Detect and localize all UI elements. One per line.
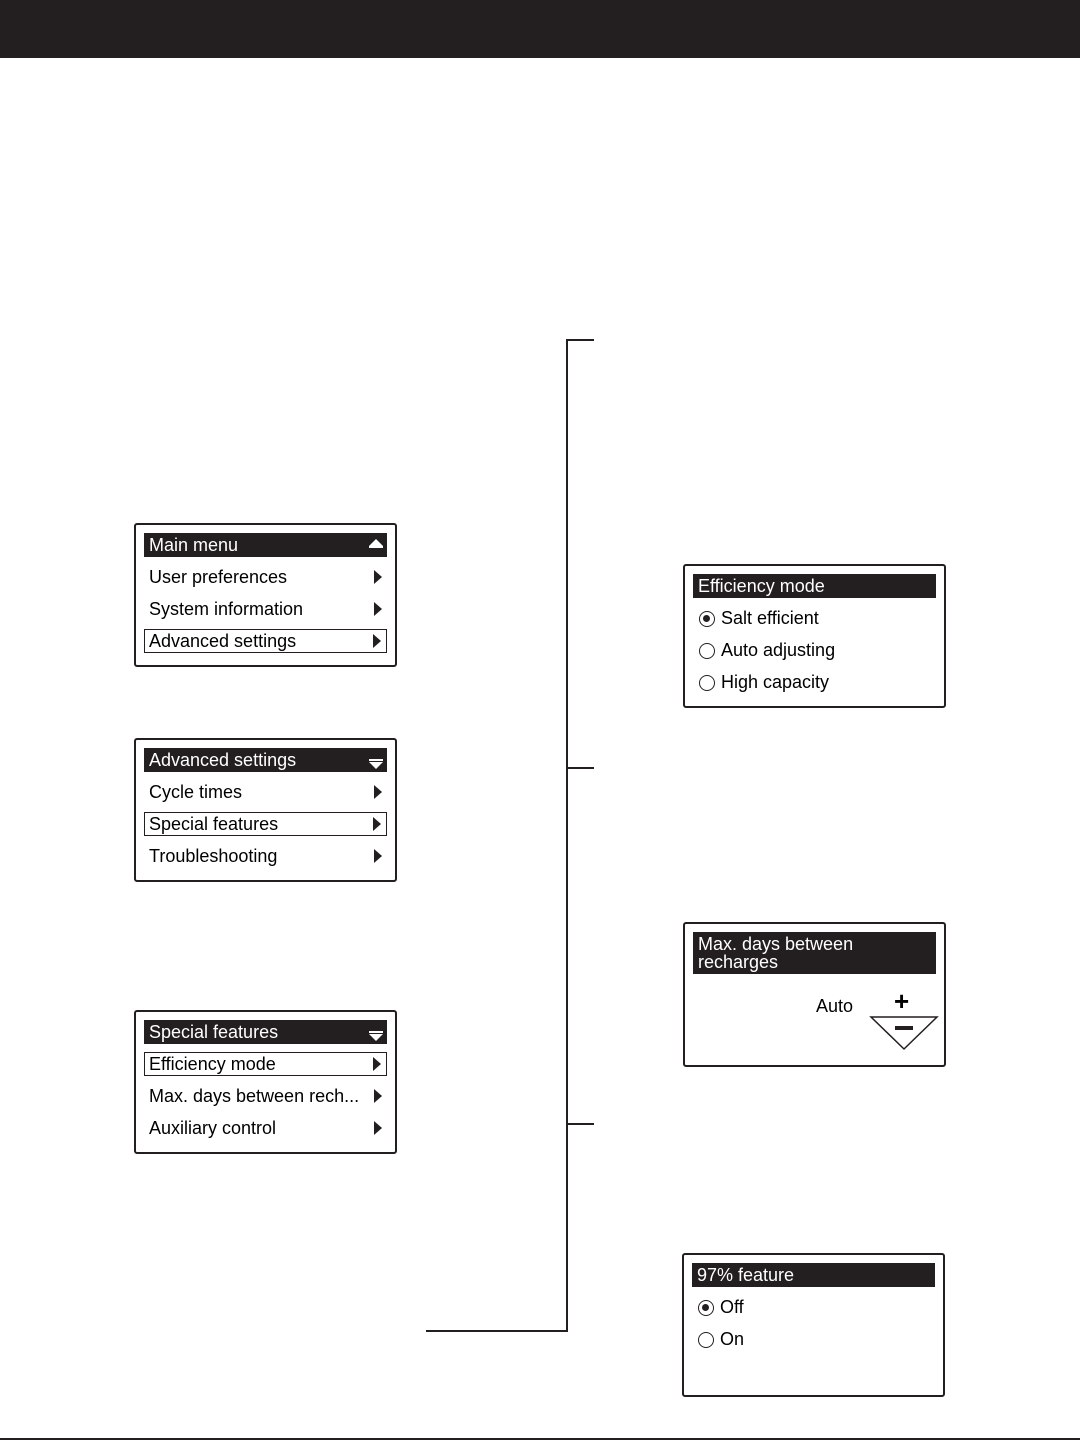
- advanced-settings-title: Advanced settings: [144, 748, 387, 772]
- plus-icon[interactable]: +: [894, 986, 910, 1016]
- chevron-right-icon: [374, 570, 382, 584]
- max-days-title: Max. days between recharges: [693, 932, 936, 974]
- feature-97-screen: 97% feature Off On: [682, 1253, 945, 1397]
- radio-unselected-icon[interactable]: [698, 1332, 714, 1348]
- option-on[interactable]: On: [694, 1327, 935, 1351]
- chevron-right-icon: [374, 785, 382, 799]
- efficiency-mode-screen: Efficiency mode Salt efficient Auto adju…: [683, 564, 946, 708]
- menu-item-auxiliary-control[interactable]: Auxiliary control: [144, 1116, 387, 1140]
- menu-item-troubleshooting[interactable]: Troubleshooting: [144, 844, 387, 868]
- main-menu-screen: Main menu User preferences System inform…: [134, 523, 397, 667]
- menu-item-label: Advanced settings: [149, 631, 297, 651]
- special-features-title-text: Special features: [149, 1022, 279, 1042]
- chevron-right-icon: [373, 817, 381, 831]
- menu-item-efficiency-mode[interactable]: Efficiency mode: [144, 1052, 387, 1076]
- advanced-settings-title-text: Advanced settings: [149, 750, 297, 770]
- chevron-right-icon: [374, 602, 382, 616]
- tree-connector-top: [566, 339, 594, 341]
- efficiency-mode-title: Efficiency mode: [693, 574, 936, 598]
- scroll-up-icon: [369, 539, 383, 548]
- option-salt-efficient[interactable]: Salt efficient: [695, 606, 936, 630]
- tree-connector-vertical: [566, 339, 568, 1332]
- chevron-right-icon: [374, 849, 382, 863]
- menu-item-label: Auxiliary control: [149, 1118, 277, 1138]
- radio-unselected-icon[interactable]: [699, 675, 715, 691]
- menu-item-label: Cycle times: [149, 782, 243, 802]
- menu-item-advanced-settings[interactable]: Advanced settings: [144, 629, 387, 653]
- menu-item-label: Troubleshooting: [149, 846, 278, 866]
- special-features-screen: Special features Efficiency mode Max. da…: [134, 1010, 397, 1154]
- menu-item-label: System information: [149, 599, 304, 619]
- chevron-right-icon: [373, 1057, 381, 1071]
- option-label: Auto adjusting: [721, 640, 836, 660]
- menu-item-label: Max. days between rech...: [149, 1086, 360, 1106]
- bottom-rule: [0, 1438, 1080, 1440]
- option-label: High capacity: [721, 672, 830, 692]
- menu-item-cycle-times[interactable]: Cycle times: [144, 780, 387, 804]
- option-high-capacity[interactable]: High capacity: [695, 670, 936, 694]
- menu-item-system-information[interactable]: System information: [144, 597, 387, 621]
- radio-selected-icon[interactable]: [699, 611, 715, 627]
- feature-97-title-text: 97% feature: [697, 1265, 795, 1285]
- scroll-down-icon: [369, 1031, 383, 1041]
- option-label: On: [720, 1329, 745, 1349]
- tree-connector-mid1: [566, 767, 594, 769]
- main-menu-title-text: Main menu: [149, 535, 239, 555]
- radio-selected-icon[interactable]: [698, 1300, 714, 1316]
- radio-unselected-icon[interactable]: [699, 643, 715, 659]
- menu-item-label: Special features: [149, 814, 279, 834]
- menu-item-label: User preferences: [149, 567, 288, 587]
- max-days-title-line2: recharges: [698, 952, 779, 972]
- chevron-right-icon: [374, 1089, 382, 1103]
- minus-triangle-icon[interactable]: [869, 1015, 939, 1051]
- special-features-title: Special features: [144, 1020, 387, 1044]
- menu-item-special-features[interactable]: Special features: [144, 812, 387, 836]
- option-auto-adjusting[interactable]: Auto adjusting: [695, 638, 936, 662]
- main-menu-title: Main menu: [144, 533, 387, 557]
- efficiency-mode-title-text: Efficiency mode: [698, 576, 825, 596]
- option-off[interactable]: Off: [694, 1295, 935, 1319]
- tree-connector-bottom: [426, 1330, 568, 1332]
- menu-item-max-days[interactable]: Max. days between rech...: [144, 1084, 387, 1108]
- header-bar: [0, 0, 1080, 58]
- menu-item-label: Efficiency mode: [149, 1054, 276, 1074]
- option-label: Off: [720, 1297, 744, 1317]
- chevron-right-icon: [373, 634, 381, 648]
- chevron-right-icon: [374, 1121, 382, 1135]
- max-days-value: Auto: [816, 996, 854, 1016]
- max-days-screen: Max. days between recharges Auto +: [683, 922, 946, 1067]
- advanced-settings-screen: Advanced settings Cycle times Special fe…: [134, 738, 397, 882]
- max-days-title-line1: Max. days between: [698, 934, 854, 954]
- option-label: Salt efficient: [721, 608, 819, 628]
- tree-connector-mid2: [566, 1123, 594, 1125]
- scroll-down-icon: [369, 759, 383, 769]
- feature-97-title: 97% feature: [692, 1263, 935, 1287]
- menu-item-user-preferences[interactable]: User preferences: [144, 565, 387, 589]
